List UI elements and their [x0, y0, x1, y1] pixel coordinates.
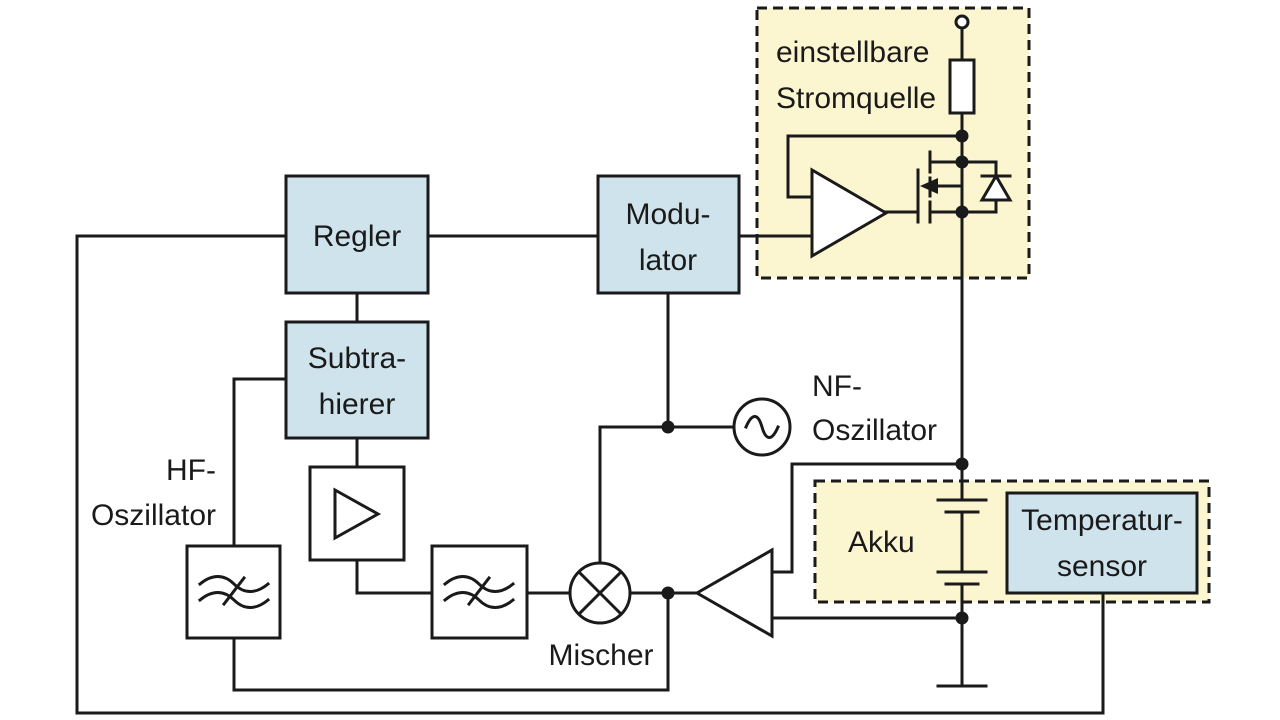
nf-oszillator-label-1: NF- [812, 370, 862, 403]
subtrahierer-label-1: Subtra- [308, 342, 406, 375]
hf-oszillator-filter [185, 544, 282, 640]
modulator-label-2: lator [639, 244, 697, 277]
rueckkopplung-verstaerker [693, 547, 774, 639]
akku-label: Akku [848, 526, 915, 559]
mosfet-symbol [916, 150, 938, 224]
subtrahierer-block: Subtra- hierer [284, 320, 430, 440]
hf-oszillator-label-2: Oszillator [91, 499, 216, 532]
sine-wave-icon [744, 415, 780, 439]
mischer-symbol [568, 561, 632, 625]
modulator-block: Modu- lator [596, 174, 741, 295]
regler-block: Regler [284, 174, 430, 295]
stromquelle-label-1: einstellbare [776, 36, 929, 69]
stromquelle-label-2: Stromquelle [776, 82, 936, 115]
widerstand-symbol [948, 58, 976, 115]
temperatursensor-label-1: Temperatur- [1021, 504, 1183, 537]
bandpass-filter-icon [442, 575, 516, 609]
hf-oszillator-label-1: HF- [166, 454, 216, 487]
stromquelle-verstaerker [810, 167, 889, 259]
akku-symbol [936, 498, 988, 586]
anschluss-terminal [954, 14, 970, 30]
wires [75, 26, 1105, 715]
bandpass-filter-icon [197, 575, 271, 609]
junction-dots [661, 129, 969, 625]
nf-oszillator-label-2: Oszillator [812, 414, 937, 447]
bandpass-filter [430, 544, 529, 640]
regler-label: Regler [313, 220, 401, 253]
mischer-label: Mischer [548, 639, 653, 672]
temperatursensor-label-2: sensor [1057, 550, 1147, 583]
nf-oszillator-symbol [732, 397, 792, 457]
diode-symbol [979, 173, 1013, 202]
amplifier-icon [333, 487, 382, 541]
amplifier-block [308, 465, 406, 562]
subtrahierer-label-2: hierer [319, 388, 396, 421]
stromquelle-region [755, 6, 1031, 280]
modulator-label-1: Modu- [625, 198, 710, 231]
temperatursensor-block: Temperatur- sensor [1005, 491, 1199, 595]
